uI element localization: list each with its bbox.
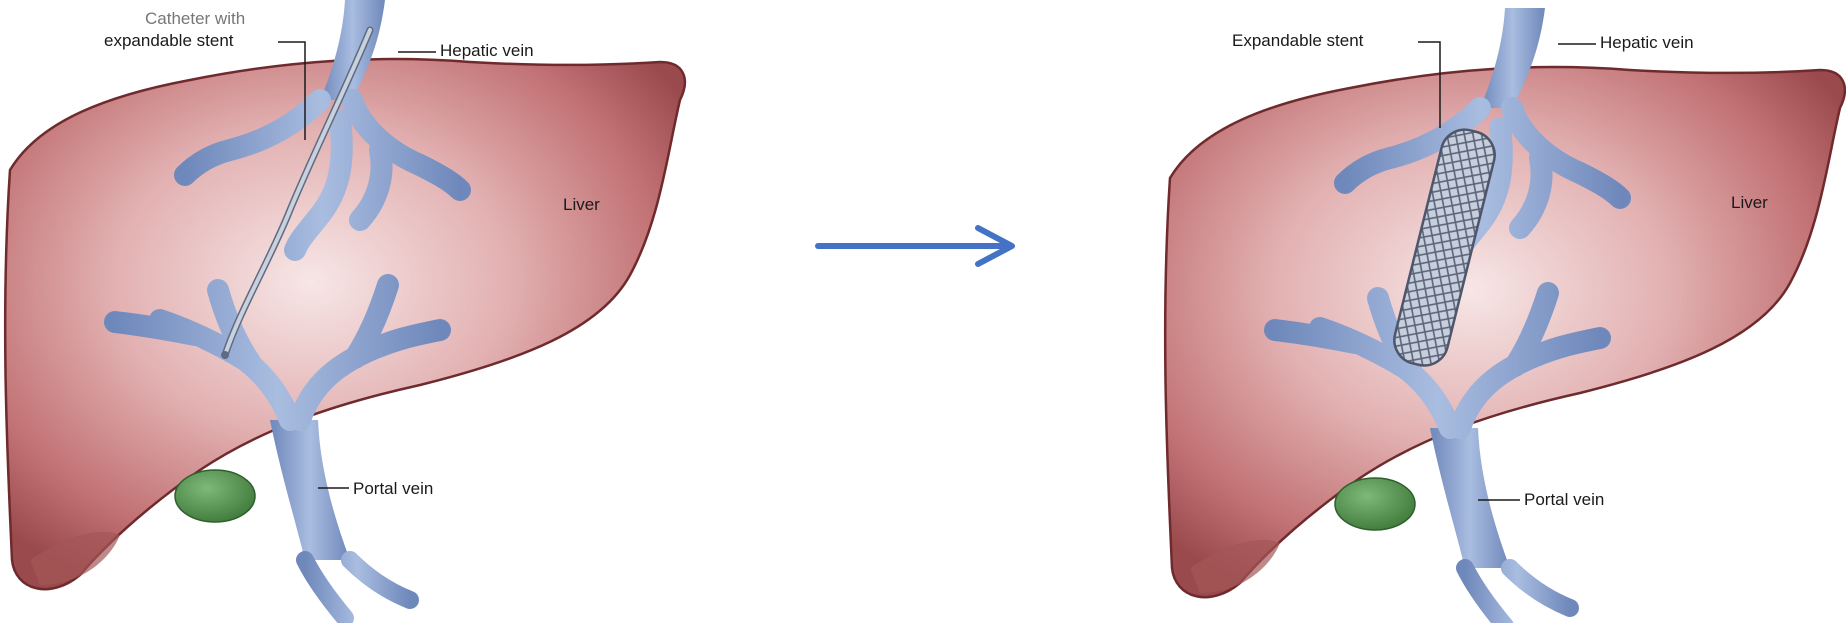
before-liver-label: Liver [563,195,600,214]
before-panel: Catheter with expandable stent Hepatic v… [5,0,685,618]
after-stent-label: Expandable stent [1232,31,1364,50]
before-portal-vein-label: Portal vein [353,479,433,498]
after-hepatic-vein-label: Hepatic vein [1600,33,1694,52]
after-portal-vein-label: Portal vein [1524,490,1604,509]
catheter-label-line1: Catheter with [145,9,245,28]
catheter-label-line2: expandable stent [104,31,234,50]
after-liver-label: Liver [1731,193,1768,212]
right-arrow-icon [818,228,1012,264]
after-panel: Expandable stent Hepatic vein Liver Port… [1165,8,1845,623]
before-hepatic-vein-label: Hepatic vein [440,41,534,60]
